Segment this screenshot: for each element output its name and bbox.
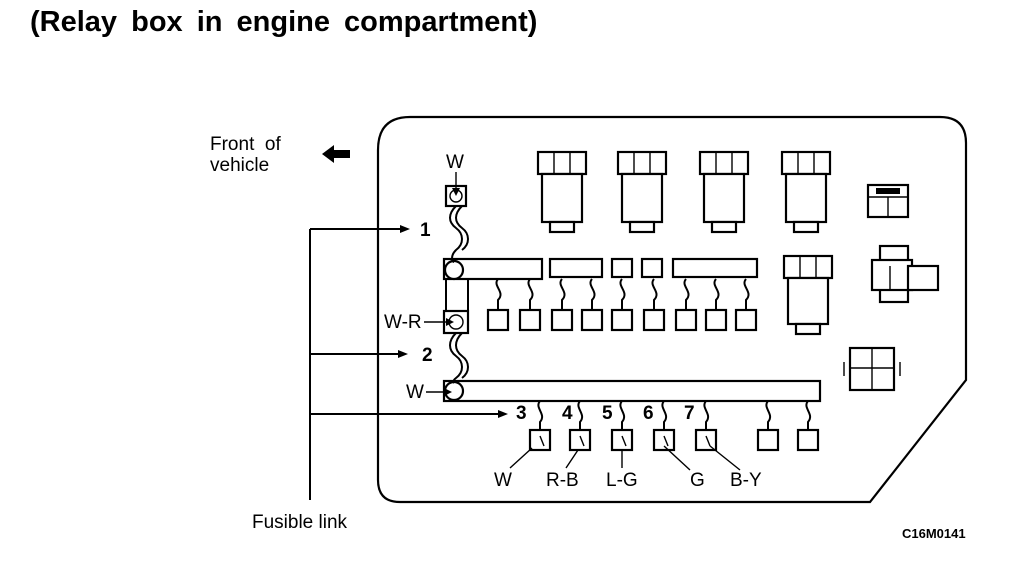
lower-fuse-row (528, 400, 820, 452)
wire-label-top: W (446, 152, 464, 173)
connector-lower (843, 346, 901, 392)
fusible-link-2 (449, 332, 463, 384)
upper-fuse-6 (642, 278, 666, 332)
wire-label-link5: L-G (606, 470, 638, 491)
fuse-bar-low (442, 379, 822, 403)
fuse-small-2 (640, 257, 664, 279)
relay-top-2 (616, 150, 668, 234)
upper-fuse-2 (518, 278, 542, 332)
fuse-bar-right (671, 257, 759, 279)
wire-label-link7: B-Y (730, 470, 762, 491)
front-label-line1: Front of (210, 134, 281, 155)
connector-right (870, 244, 940, 304)
fuse-small-1 (610, 257, 634, 279)
link-number-3: 3 (516, 403, 527, 424)
figure-code: C16M0141 (902, 526, 966, 541)
upper-fuse-3 (550, 278, 574, 332)
lower-fuse-4 (652, 400, 676, 452)
link-number-5: 5 (602, 403, 613, 424)
relay-mid (782, 254, 834, 336)
front-label-line2: vehicle (210, 155, 269, 176)
wire-label-link6: G (690, 470, 705, 491)
lower-fuse-5 (694, 400, 718, 452)
fusible-link-1 (449, 205, 463, 263)
diagram-title: (Relay box in engine compartment) (30, 6, 538, 38)
relay-top-1 (536, 150, 588, 234)
link-number-6: 6 (643, 403, 654, 424)
lower-fuse-7 (796, 400, 820, 452)
fusible-link-label: Fusible link (252, 512, 348, 533)
upper-fuse-9 (734, 278, 758, 332)
relay-top-4 (780, 150, 832, 234)
upper-fuse-5 (610, 278, 634, 332)
upper-fuse-4 (580, 278, 604, 332)
fuse-bar-mid (548, 257, 604, 279)
upper-fuse-8 (704, 278, 728, 332)
link-number-2: 2 (422, 345, 433, 366)
lower-fuse-6 (756, 400, 780, 452)
upper-fuse-1 (486, 278, 510, 332)
upper-fuse-row (486, 278, 758, 332)
lower-fuse-2 (568, 400, 592, 452)
wire-label-link4: R-B (546, 470, 579, 491)
upper-fuse-7 (674, 278, 698, 332)
wire-label-low: W (406, 382, 424, 403)
diode-module (866, 183, 910, 219)
front-arrow-icon (322, 145, 350, 163)
lower-fuse-1 (528, 400, 552, 452)
wire-label-link3: W (494, 470, 512, 491)
relay-top-3 (698, 150, 750, 234)
link-number-4: 4 (562, 403, 573, 424)
wire-label-mid: W-R (384, 312, 422, 333)
link-number-7: 7 (684, 403, 695, 424)
terminal-bus-top (443, 259, 465, 281)
link-number-1: 1 (420, 220, 431, 241)
